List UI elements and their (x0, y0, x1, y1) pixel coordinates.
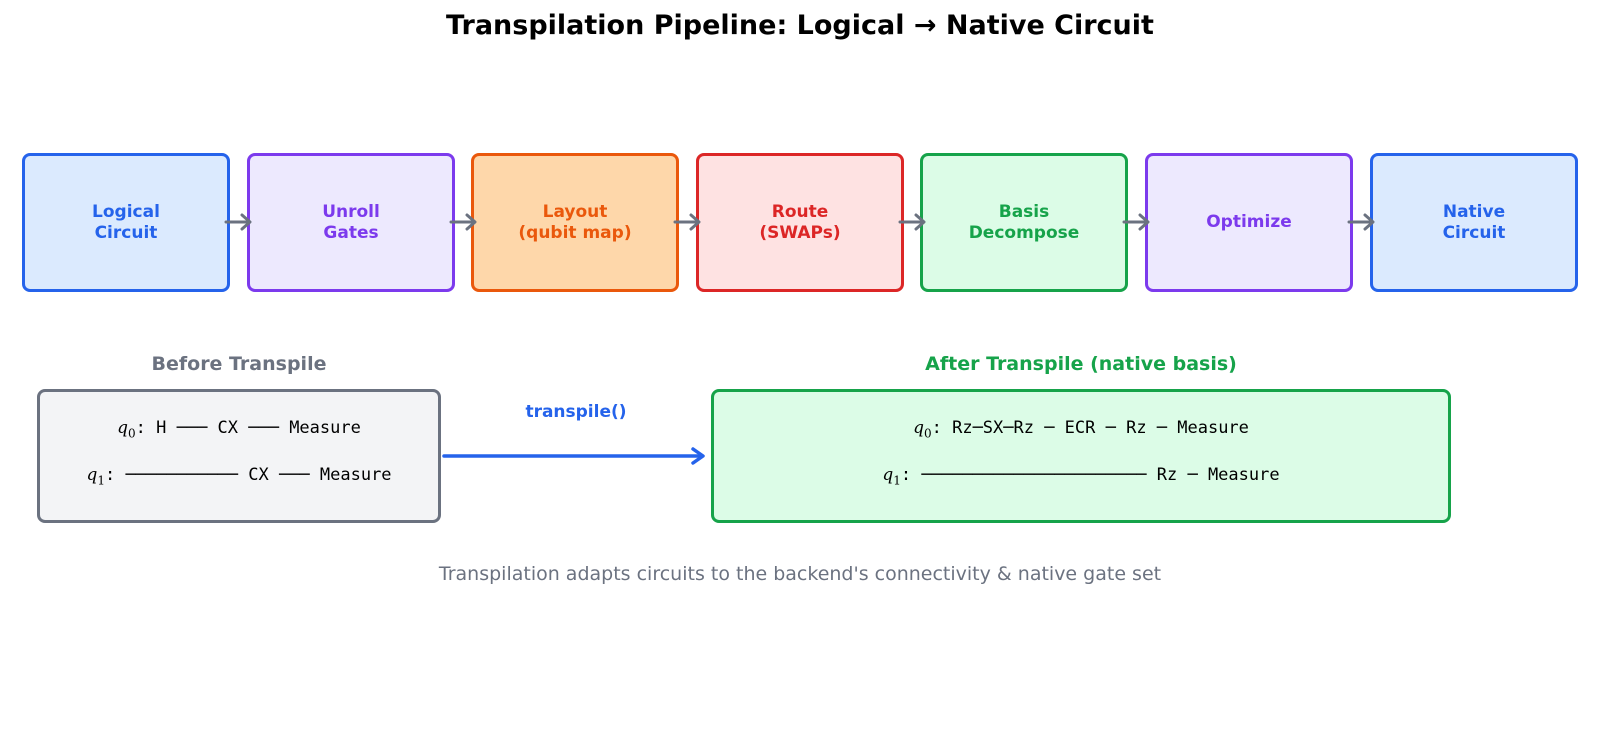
stage-logical-circuit: Logical Circuit (22, 153, 230, 292)
stage-label: Logical Circuit (92, 201, 160, 243)
after-qubit-0-line: q0: Rz─SX─Rz ─ ECR ─ Rz ─ Measure (714, 418, 1448, 440)
qubit-label: q1 (86, 465, 105, 488)
right-arrow-icon (449, 213, 477, 231)
before-transpile-label: Before Transpile (151, 353, 327, 375)
qubit-label: q1 (882, 465, 901, 488)
qubit-name: q (913, 418, 924, 438)
right-arrow-icon (1122, 213, 1150, 231)
qubit-name: q (86, 465, 98, 485)
qubit-label: q0 (117, 418, 136, 441)
qubit-name: q (882, 465, 894, 485)
stage-label: Unroll Gates (322, 201, 380, 243)
qubit-label: q0 (913, 418, 932, 441)
stage-basis-decompose: Basis Decompose (920, 153, 1128, 292)
stage-label: Route (SWAPs) (759, 201, 841, 243)
stage-native-circuit: Native Circuit (1370, 153, 1578, 292)
stage-label: Basis Decompose (968, 201, 1080, 243)
qubit-ops: : ────────────────────── Rz ─ Measure (900, 465, 1280, 485)
stage-label: Optimize (1206, 212, 1292, 232)
right-arrow-icon (673, 213, 701, 231)
caption: Transpilation adapts circuits to the bac… (438, 563, 1162, 585)
after-transpile-label: After Transpile (native basis) (925, 353, 1237, 375)
qubit-ops: : Rz─SX─Rz ─ ECR ─ Rz ─ Measure (931, 418, 1249, 438)
right-arrow-icon (1347, 213, 1375, 231)
qubit-name: q (117, 418, 129, 438)
transpile-label: transpile() (525, 402, 627, 422)
before-qubit-1-line: q1: ─────────── CX ─── Measure (40, 465, 438, 487)
stage-label: Native Circuit (1442, 201, 1506, 243)
qubit-ops: : H ─── CX ─── Measure (135, 418, 361, 438)
stage-label: Layout (qubit map) (518, 201, 632, 243)
right-arrow-icon (898, 213, 926, 231)
qubit-index: 1 (893, 473, 901, 488)
stage-unroll-gates: Unroll Gates (247, 153, 455, 292)
qubit-index: 0 (923, 426, 932, 441)
before-circuit-box: q0: H ─── CX ─── Measure q1: ───────────… (37, 389, 441, 523)
qubit-index: 0 (128, 426, 136, 441)
after-qubit-1-line: q1: ────────────────────── Rz ─ Measure (714, 465, 1448, 487)
stage-layout: Layout (qubit map) (471, 153, 679, 292)
qubit-ops: : ─────────── CX ─── Measure (104, 465, 392, 485)
stage-route: Route (SWAPs) (696, 153, 904, 292)
diagram-title: Transpilation Pipeline: Logical → Native… (446, 10, 1154, 41)
long-right-arrow-icon (442, 447, 705, 465)
right-arrow-icon (224, 213, 252, 231)
before-qubit-0-line: q0: H ─── CX ─── Measure (40, 418, 438, 440)
qubit-index: 1 (97, 473, 105, 488)
stage-optimize: Optimize (1145, 153, 1353, 292)
after-circuit-box: q0: Rz─SX─Rz ─ ECR ─ Rz ─ Measure q1: ──… (711, 389, 1451, 523)
